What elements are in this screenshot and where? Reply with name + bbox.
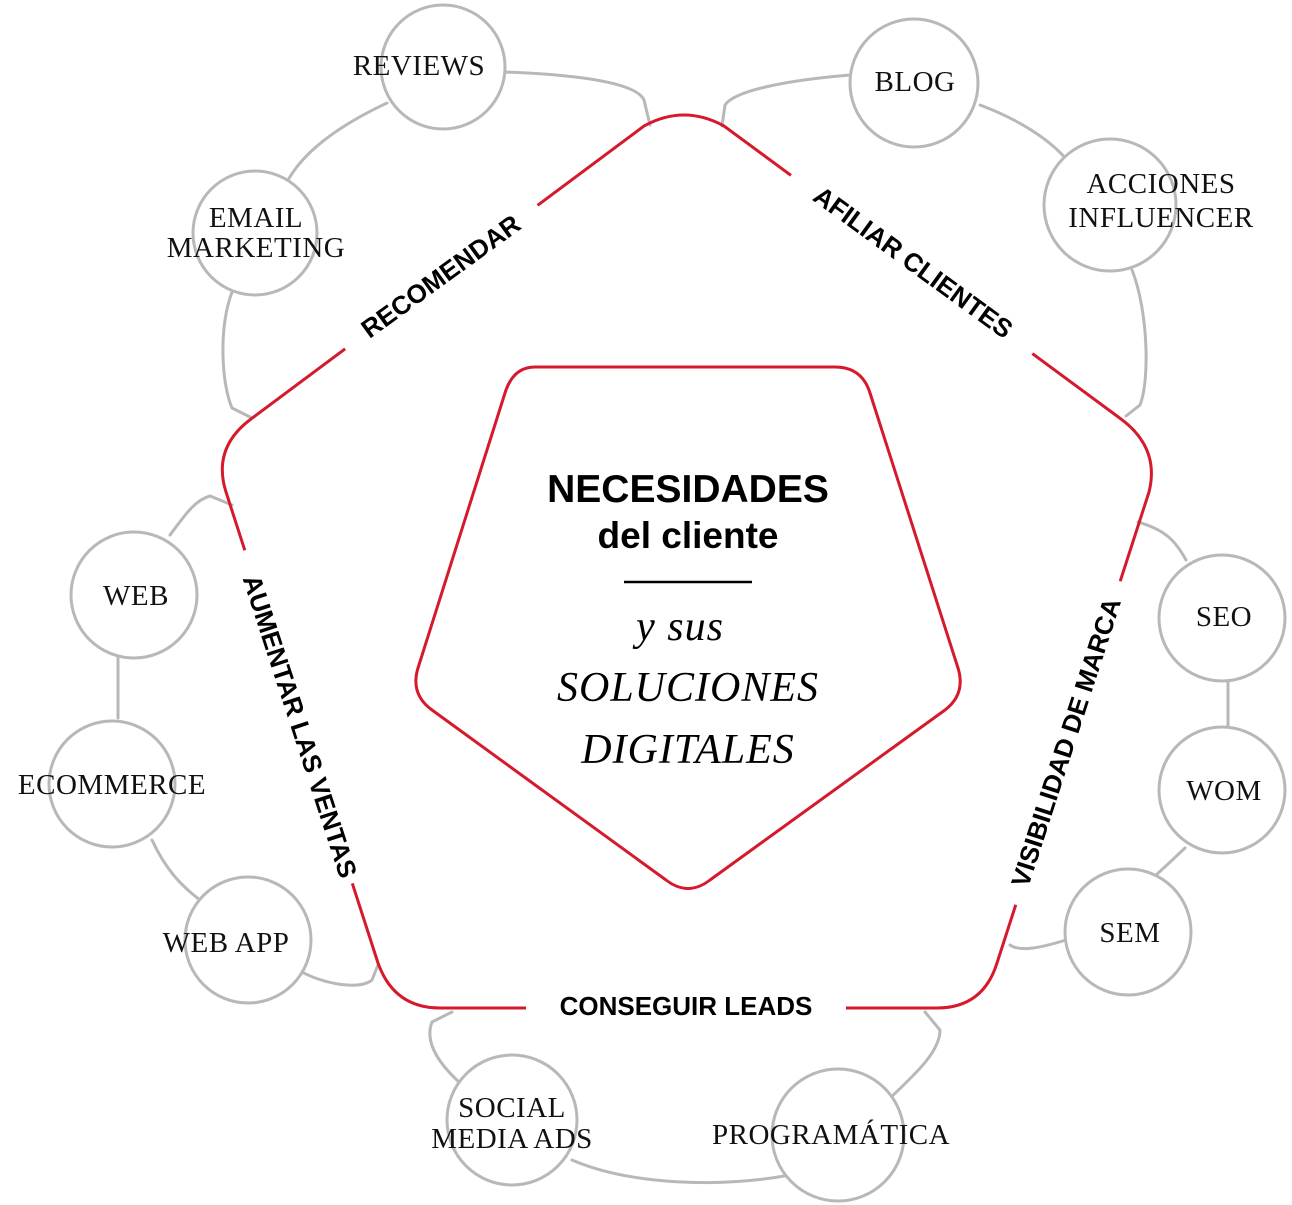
node-social-label-1: SOCIAL (458, 1092, 566, 1124)
connector-social-prog (570, 1158, 792, 1185)
node-web-app: WEB APP (163, 875, 313, 1005)
outer-pentagon (220, 113, 1153, 1010)
connector-blog-influencer (978, 103, 1069, 162)
connector-reviews-rec (503, 70, 652, 127)
node-social-media-ads: SOCIAL MEDIA ADS (431, 1053, 593, 1187)
node-wom-label: WOM (1186, 775, 1262, 807)
stage-recomendar: RECOMENDAR (355, 208, 526, 344)
node-seo: SEO (1157, 553, 1287, 683)
stage-conseguir-leads: CONSEGUIR LEADS (560, 991, 813, 1021)
node-social-label-2: MEDIA ADS (431, 1123, 593, 1155)
node-programatica: PROGRAMÁTICA (712, 1067, 950, 1203)
node-blog-label: BLOG (875, 66, 956, 98)
node-reviews: REVIEWS (353, 3, 507, 131)
node-email-label-2: MARKETING (167, 232, 346, 264)
inner-pentagon (414, 365, 962, 890)
node-influencer-circle (1042, 137, 1178, 273)
gap-afiliar (778, 159, 1046, 369)
connectors (116, 70, 1230, 1185)
node-web: WEB (69, 530, 199, 660)
node-email-label-1: EMAIL (209, 202, 303, 234)
edge-label-gaps (224, 159, 1140, 1028)
stage-aumentar-las-ventas: AUMENTAR LAS VENTAS (237, 571, 363, 882)
connector-email-rec (221, 290, 254, 420)
node-web-circle (69, 530, 199, 660)
center-subtitle: del cliente (598, 515, 779, 556)
node-web-label: WEB (103, 580, 169, 612)
connector-ecommerce-webapp (150, 838, 202, 902)
connector-web-ventas (168, 494, 234, 537)
node-programatica-circle (770, 1067, 906, 1203)
connector-sem-vis (1008, 938, 1068, 951)
node-wom: WOM (1157, 725, 1287, 855)
connector-seo-vis (1136, 520, 1188, 562)
center-solutions-line1: SOLUCIONES (557, 665, 819, 711)
connector-webapp-ventas (296, 963, 380, 987)
gap-visibilidad (996, 575, 1140, 911)
gap-ventas (224, 544, 372, 890)
node-influencer-label-1: ACCIONES (1086, 168, 1235, 200)
connector-social-leads (428, 1010, 462, 1085)
center-solutions-line2: DIGITALES (580, 727, 795, 773)
node-seo-circle (1157, 553, 1287, 683)
node-sem-label: SEM (1099, 917, 1160, 949)
node-email-marketing: EMAIL MARKETING (167, 169, 346, 297)
node-ecommerce-label: ECOMMERCE (18, 769, 206, 801)
node-webapp-circle (183, 875, 313, 1005)
node-influencer-label-2: INFLUENCER (1068, 202, 1254, 234)
node-programatica-label: PROGRAMÁTICA (712, 1118, 950, 1151)
node-sem: SEM (1063, 867, 1193, 997)
node-reviews-circle (379, 3, 507, 131)
center-title: NECESIDADES (547, 468, 829, 511)
node-reviews-label: REVIEWS (353, 50, 485, 82)
node-sem-circle (1063, 867, 1193, 997)
node-blog-circle (848, 17, 980, 149)
center-connector: y sus (632, 604, 724, 650)
connector-reviews-email (286, 101, 389, 182)
node-email-circle (191, 169, 319, 297)
node-wom-circle (1157, 725, 1287, 855)
stage-afiliar-clientes: AFILIAR CLIENTES (808, 180, 1018, 344)
node-ecommerce-circle (47, 719, 177, 849)
connector-prog-leads (886, 1010, 942, 1102)
connector-influencer-afi (1124, 268, 1148, 418)
node-ecommerce: ECOMMERCE (18, 719, 206, 849)
node-acciones-influencer: ACCIONES INFLUENCER (1042, 137, 1254, 273)
node-blog: BLOG (848, 17, 980, 149)
gap-recomendar (333, 191, 551, 365)
gap-leads (526, 988, 846, 1028)
node-social-circle (445, 1053, 579, 1187)
connector-blog-afi (720, 73, 852, 128)
stage-visibilidad-de-marca: VISIBILIDAD DE MARCA (1005, 594, 1127, 891)
node-seo-label: SEO (1196, 601, 1252, 633)
node-webapp-label: WEB APP (163, 927, 290, 959)
